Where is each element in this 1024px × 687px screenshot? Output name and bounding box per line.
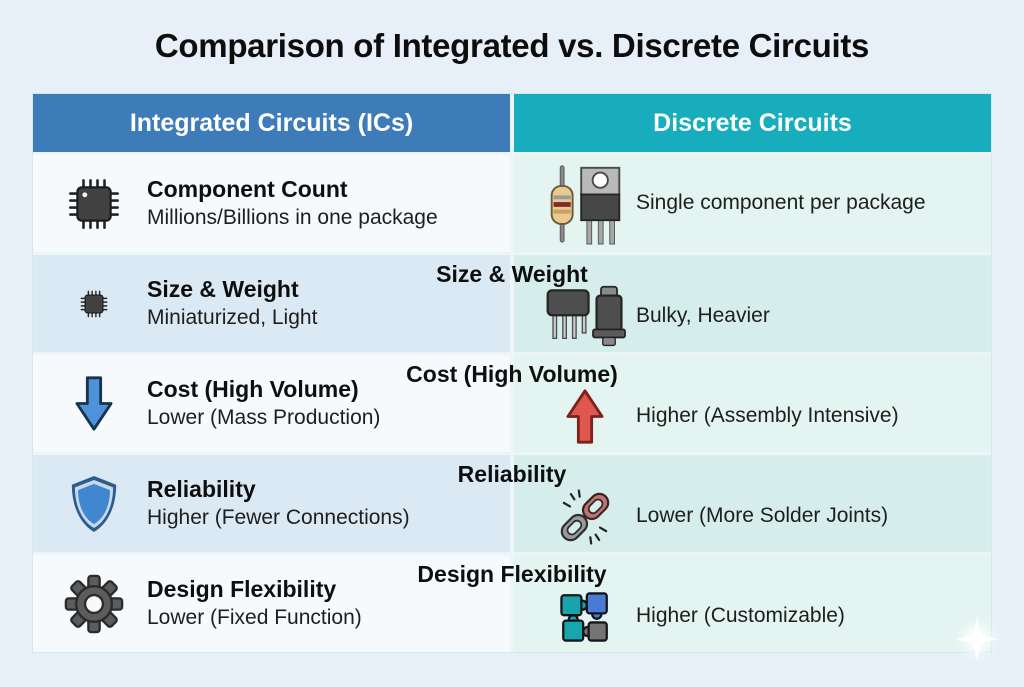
sparkle-icon [950,612,1004,666]
ic-title-component-count: Component Count [147,175,348,202]
row-cost: Cost (High Volume) Cost (High Volume) Lo… [33,355,991,452]
center-label-cost: Cost (High Volume) [406,361,618,387]
dc-cell-component-count: Single component per package [514,155,991,252]
ic-title-size-weight: Size & Weight [147,275,299,302]
row-component-count: Component Count Millions/Billions in one… [33,155,991,252]
page-title: Comparison of Integrated vs. Discrete Ci… [154,27,870,64]
table-header-row: Integrated Circuits (ICs) Discrete Circu… [33,94,991,152]
shield-icon [61,473,127,535]
microchip-icon [61,176,127,232]
ic-title-cost: Cost (High Volume) [147,375,359,402]
dc-desc-size-weight: Bulky, Heavier [636,304,770,328]
center-label-reliability: Reliability [457,461,567,487]
ic-cell-reliability: Reliability Higher (Fewer Connections) [33,455,510,552]
ic-title-reliability: Reliability [147,475,256,502]
ic-desc-reliability: Higher (Fewer Connections) [147,505,410,529]
ic-title-design-flexibility: Design Flexibility [147,575,337,602]
row-design-flexibility: Design Flexibility [33,555,991,652]
arrow-up-icon [544,388,626,445]
row-reliability: Reliability Reliability Higher (Fewer Co… [33,455,991,552]
arrow-down-icon [61,375,127,432]
header-integrated-circuits: Integrated Circuits (ICs) [33,94,510,152]
dc-cell-design-flexibility: Higher (Customizable) [514,555,991,652]
puzzle-icon [544,587,626,647]
small-chip-icon [61,289,127,319]
comparison-table: Integrated Circuits (ICs) Discrete Circu… [32,93,992,653]
dc-desc-cost: Higher (Assembly Intensive) [636,404,899,428]
gear-icon [61,574,127,634]
dc-desc-reliability: Lower (More Solder Joints) [636,504,889,528]
ic-cell-design-flexibility: Design Flexibility Lower (Fixed Function… [33,555,510,652]
ic-cell-size-weight: Size & Weight Miniaturized, Light [33,255,510,352]
center-label-size-weight: Size & Weight [436,261,588,287]
ic-desc-design-flexibility: Lower (Fixed Function) [147,605,362,629]
dc-desc-component-count: Single component per package [636,191,926,215]
header-discrete-circuits: Discrete Circuits [514,94,991,152]
dc-cell-reliability: Lower (More Solder Joints) [514,455,991,552]
ic-cell-cost: Cost (High Volume) Lower (Mass Productio… [33,355,510,452]
dc-desc-design-flexibility: Higher (Customizable) [636,604,845,628]
center-label-design-flexibility: Design Flexibility [417,561,607,587]
resistor-transistor-icon [544,162,626,246]
ic-desc-size-weight: Miniaturized, Light [147,305,318,329]
ic-desc-component-count: Millions/Billions in one package [147,205,438,229]
dc-cell-cost: Higher (Assembly Intensive) [514,355,991,452]
dc-cell-size-weight: Bulky, Heavier [514,255,991,352]
ic-desc-cost: Lower (Mass Production) [147,405,381,429]
bulky-components-icon [544,285,626,349]
broken-chain-icon [544,487,626,547]
row-size-weight: Size & Weight Size & Weight [33,255,991,352]
ic-cell-component-count: Component Count Millions/Billions in one… [33,155,510,252]
